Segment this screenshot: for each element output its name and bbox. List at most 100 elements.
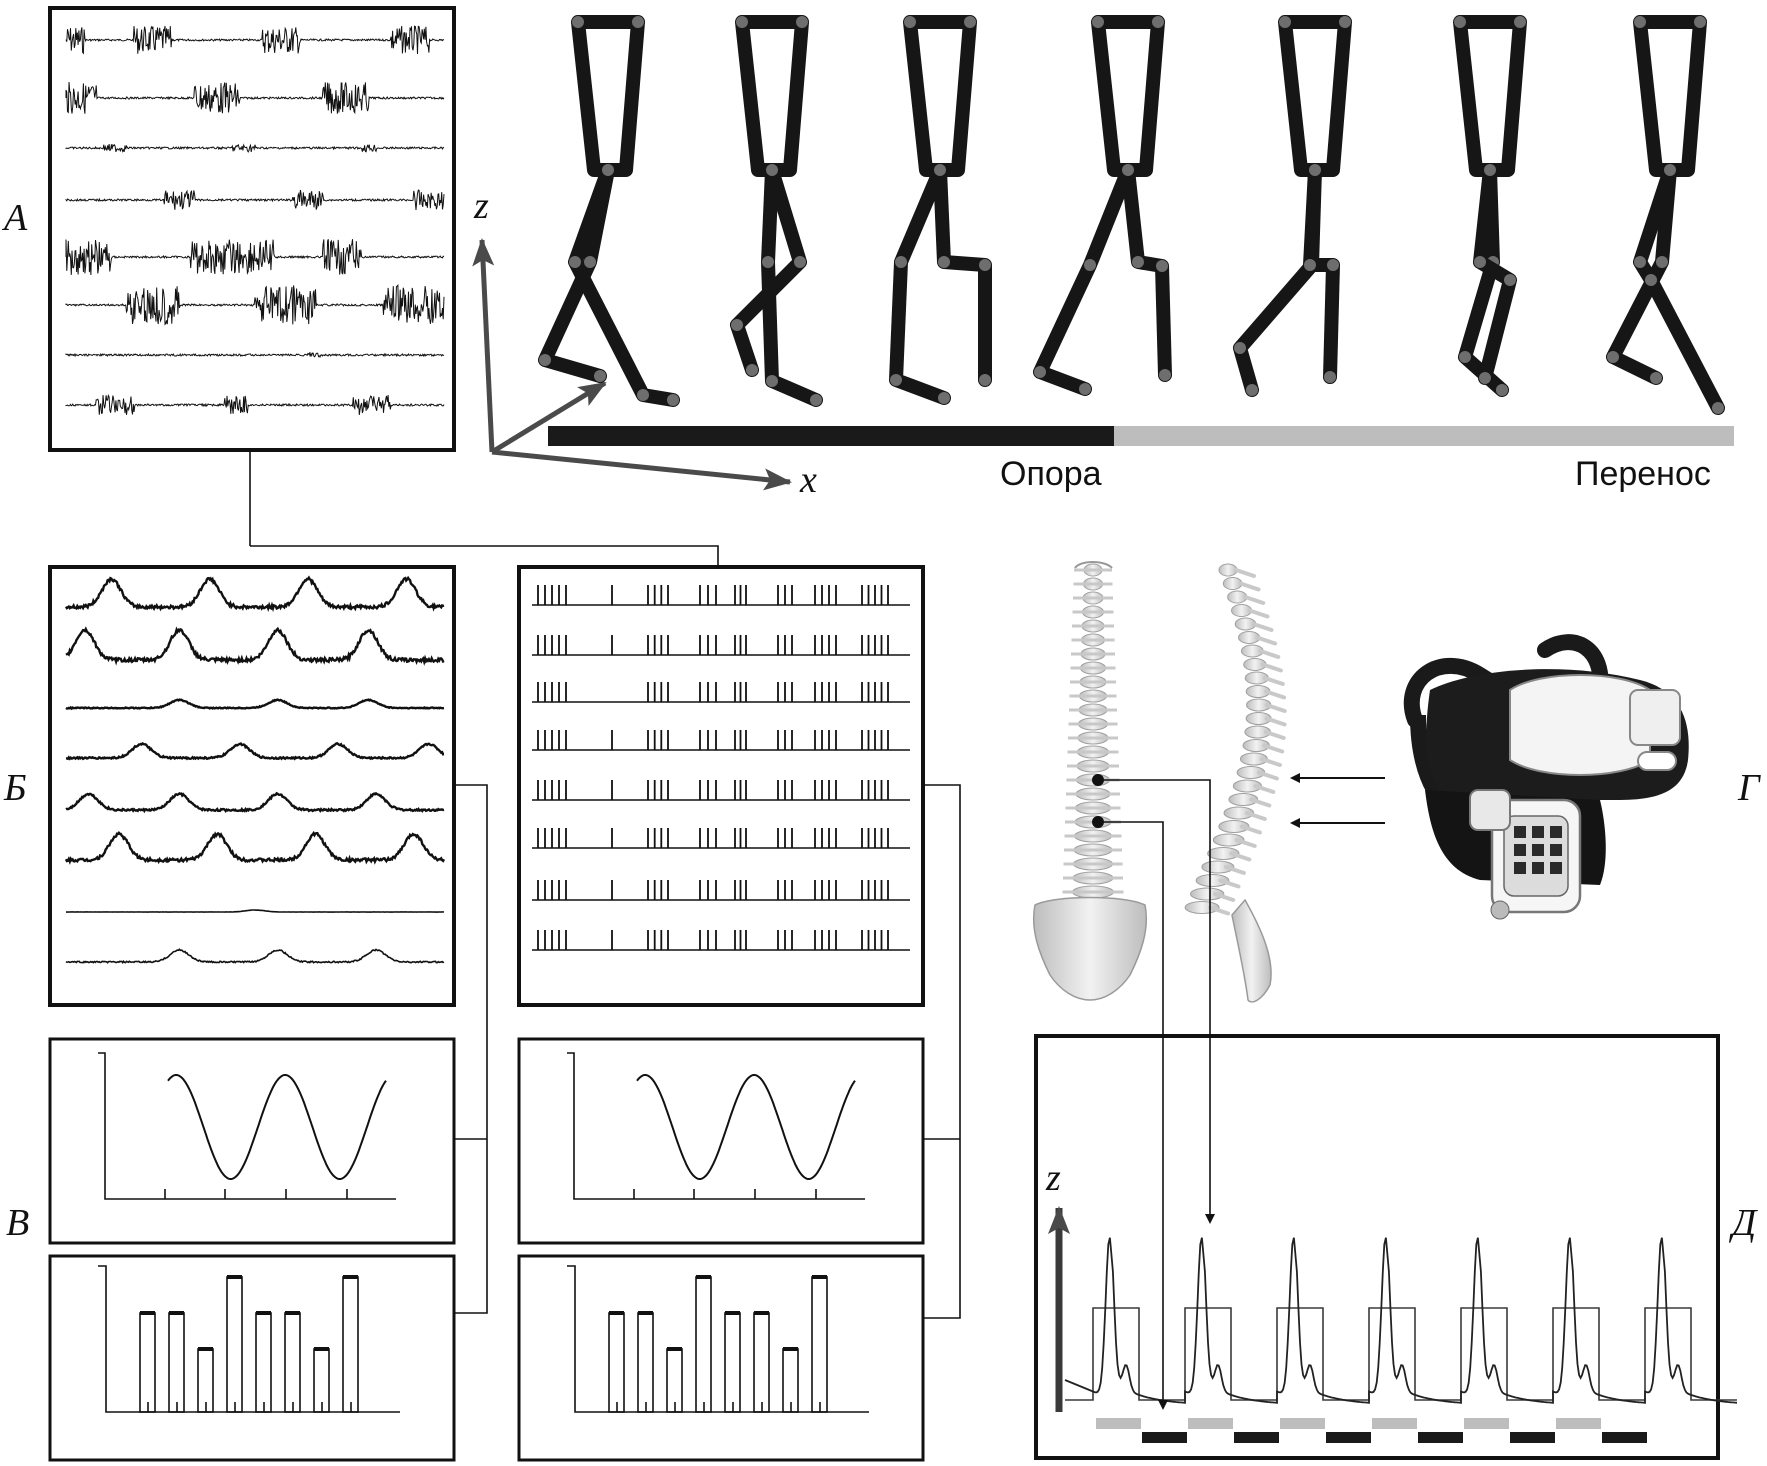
raster-row xyxy=(532,780,910,801)
stance-step-bar xyxy=(1326,1432,1371,1443)
joint xyxy=(1152,16,1164,28)
leg xyxy=(538,163,615,383)
plot-axes xyxy=(567,1052,865,1200)
plot-axes xyxy=(98,1265,400,1413)
joint xyxy=(602,164,614,176)
joint xyxy=(979,259,991,271)
joint xyxy=(1324,371,1336,383)
emg-channel xyxy=(65,239,445,276)
gait-stick-figures xyxy=(538,15,1725,415)
joint xyxy=(1084,259,1096,271)
joint xyxy=(1650,372,1662,384)
raster-row xyxy=(532,930,910,951)
emg-channel xyxy=(65,189,445,210)
displacement-trace xyxy=(1064,1237,1738,1443)
emg-channel xyxy=(65,143,445,153)
envelope-channel xyxy=(65,909,445,913)
leg xyxy=(1633,163,1725,415)
leg xyxy=(761,163,823,407)
joint xyxy=(1712,402,1724,414)
joint xyxy=(794,256,806,268)
vertebra xyxy=(1223,806,1255,820)
axis-label-z: z xyxy=(473,185,489,227)
joint xyxy=(938,256,950,268)
leg xyxy=(933,163,992,387)
leg xyxy=(1606,163,1677,385)
joint xyxy=(1484,164,1496,176)
envelope-channel xyxy=(65,948,445,964)
raster-row xyxy=(532,585,910,606)
displacement-panel xyxy=(1034,1034,1720,1460)
envelope-channel xyxy=(65,742,445,761)
joint xyxy=(1246,384,1258,396)
panel-label-b: Б xyxy=(3,767,26,809)
sine-plots xyxy=(98,1052,865,1200)
stick-figure xyxy=(730,15,823,407)
emg-panel xyxy=(48,6,456,452)
pulse-plots xyxy=(98,1265,869,1413)
swing-step-bar xyxy=(1280,1418,1325,1429)
joint xyxy=(667,394,679,406)
stance-step-bar xyxy=(1142,1432,1187,1443)
torso xyxy=(1633,15,1707,177)
raster-row xyxy=(532,730,910,751)
emg-channel xyxy=(65,82,445,115)
raster-panel xyxy=(517,565,925,1007)
emg-channel xyxy=(65,25,445,55)
stick-figure xyxy=(1453,15,1527,397)
joint xyxy=(632,16,644,28)
axis-label-x: x xyxy=(799,459,817,501)
torso xyxy=(735,15,809,177)
joint xyxy=(895,256,907,268)
joint xyxy=(1634,16,1646,28)
stick-figure xyxy=(538,15,680,407)
joint xyxy=(637,389,649,401)
joint xyxy=(1496,384,1508,396)
stick-figure xyxy=(889,15,992,405)
joint xyxy=(1092,16,1104,28)
emg-channel xyxy=(65,351,445,359)
pulse-panel-left xyxy=(48,1254,456,1462)
leg xyxy=(1121,163,1172,382)
joint xyxy=(1339,16,1351,28)
emg-traces xyxy=(65,25,445,415)
joint xyxy=(1304,259,1316,271)
joint xyxy=(584,256,596,268)
stance-phase-bar xyxy=(548,426,1114,446)
panel-label-d: Д xyxy=(1729,1202,1758,1244)
joint xyxy=(796,16,808,28)
swing-phase-bar xyxy=(1114,426,1734,446)
axis-label-z-bottom: z xyxy=(1045,1157,1061,1199)
stimulation-arrows xyxy=(1290,773,1385,828)
joint xyxy=(1234,342,1246,354)
joint xyxy=(1159,369,1171,381)
joint xyxy=(964,16,976,28)
joint xyxy=(938,392,950,404)
raster-row xyxy=(532,635,910,656)
joint xyxy=(979,374,991,386)
joint xyxy=(1634,256,1646,268)
leg xyxy=(1303,163,1340,384)
pulse-plot xyxy=(567,1265,869,1413)
joint xyxy=(1664,164,1676,176)
stance-step-bar xyxy=(1418,1432,1463,1443)
spine-front-icon xyxy=(1032,561,1148,1001)
envelope-panel xyxy=(48,565,456,1007)
torso xyxy=(903,15,977,177)
joint xyxy=(762,256,774,268)
joint xyxy=(1079,383,1091,395)
envelope-channel xyxy=(65,791,445,814)
swing-step-bar xyxy=(1188,1418,1233,1429)
swing-phase-label: Перенос xyxy=(1575,455,1711,493)
envelope-channel xyxy=(64,575,445,613)
connector-lines xyxy=(249,450,961,1319)
sine-panel-left xyxy=(48,1037,456,1245)
swing-step-bar xyxy=(1464,1418,1509,1429)
joint xyxy=(1459,351,1471,363)
joint xyxy=(1309,164,1321,176)
vertebra xyxy=(1218,820,1250,833)
displacement-curve xyxy=(1064,1237,1738,1404)
joint xyxy=(904,16,916,28)
joint xyxy=(1034,366,1046,378)
